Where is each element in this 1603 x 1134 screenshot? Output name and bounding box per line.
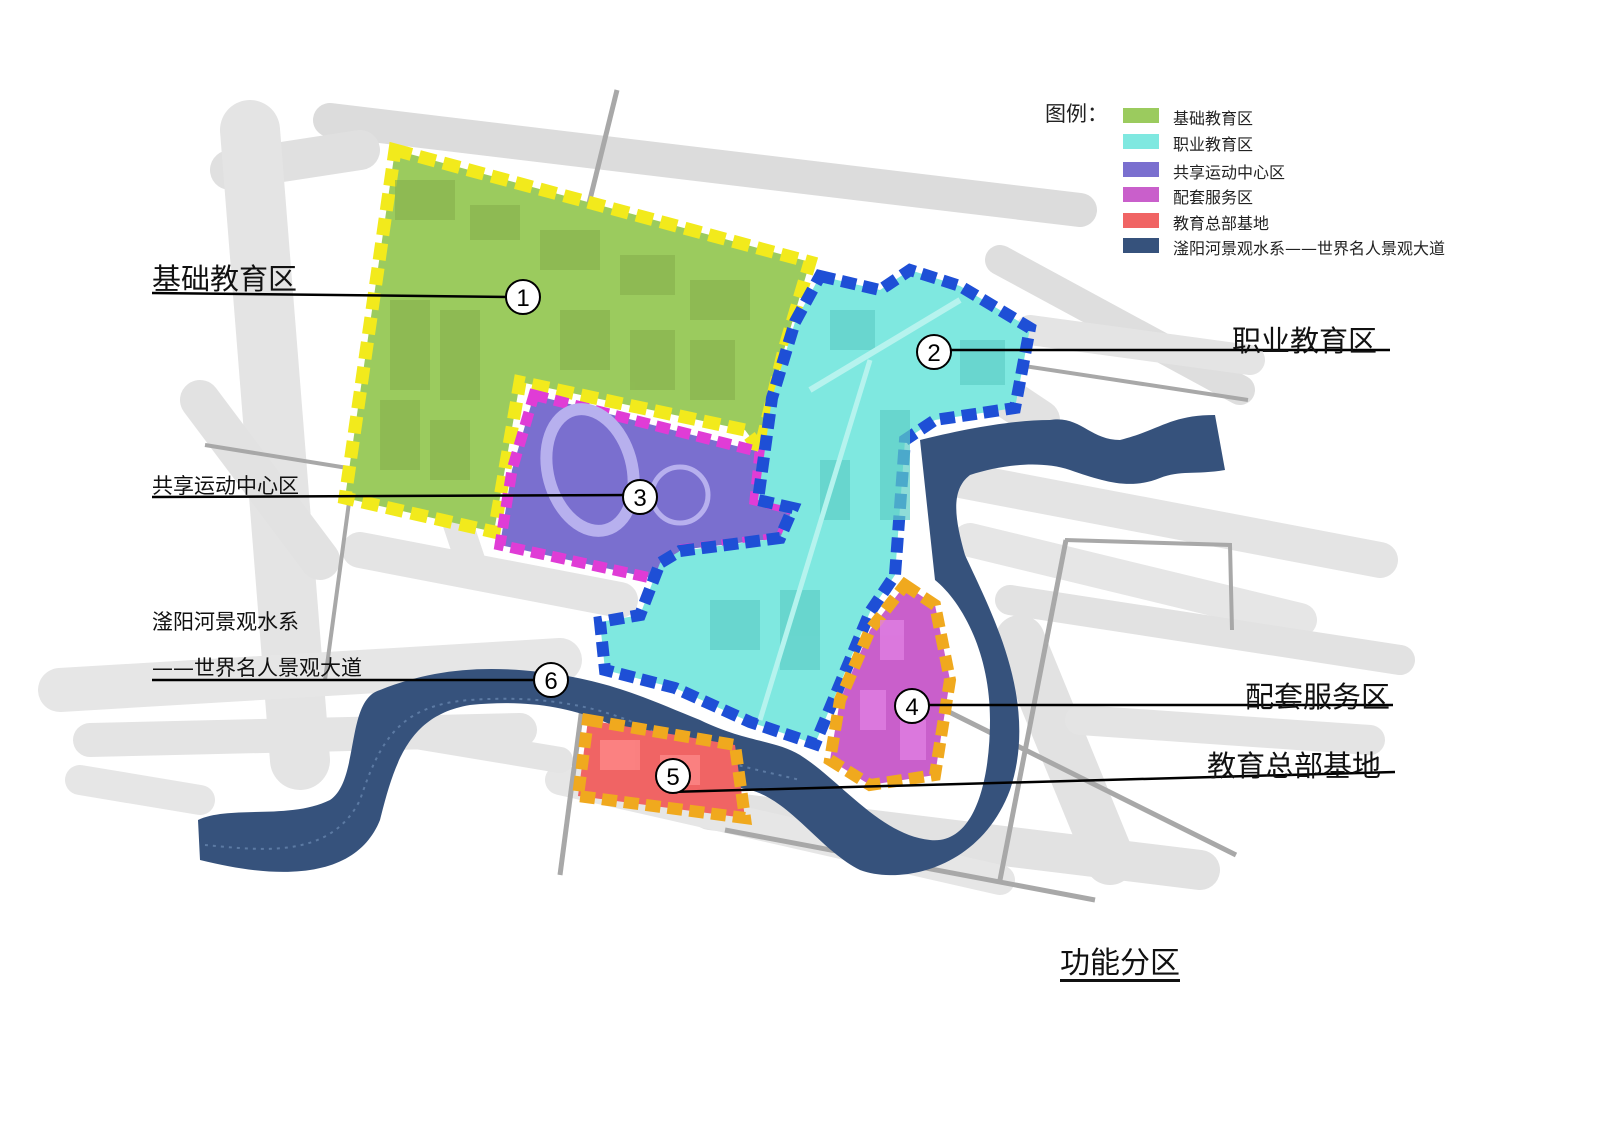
marker-3-label: 3 [633, 485, 646, 512]
marker-1: 1 [505, 279, 541, 315]
zone-4-supporting-services [823, 576, 957, 792]
zone-2-area [593, 263, 1037, 752]
zone-markers: 1 2 3 4 5 6 [505, 279, 952, 794]
callout-supporting-services: 配套服务区 [1245, 680, 1391, 714]
marker-5: 5 [655, 758, 691, 794]
marker-6: 6 [533, 662, 569, 698]
legend-swatch [1123, 213, 1159, 228]
map-title: 功能分区 [1060, 946, 1180, 981]
legend-label: 职业教育区 [1173, 135, 1254, 154]
legend-label: 滏阳河景观水系——世界名人景观大道 [1173, 239, 1446, 258]
legend-swatch [1123, 108, 1159, 123]
marker-3: 3 [622, 479, 658, 515]
zone-1-basic-education [337, 141, 819, 540]
callout-sports-center: 共享运动中心区 [152, 474, 299, 498]
marker-4: 4 [894, 688, 930, 724]
marker-4-label: 4 [905, 694, 918, 721]
zone-2-vocational-education [593, 263, 1037, 752]
marker-2-label: 2 [927, 340, 940, 367]
marker-1-label: 1 [516, 285, 529, 312]
legend-swatch [1123, 238, 1159, 253]
marker-5-label: 5 [666, 764, 679, 791]
legend-swatch [1123, 134, 1159, 149]
callout-education-hq: 教育总部基地 [1207, 749, 1382, 783]
marker-6-label: 6 [544, 668, 557, 695]
river-zone-6-water [198, 415, 1225, 876]
legend-swatch [1123, 187, 1159, 202]
legend-label: 基础教育区 [1173, 109, 1254, 128]
legend-label: 配套服务区 [1173, 188, 1254, 207]
sketch-background [38, 100, 1415, 895]
legend-title: 图例： [1045, 102, 1108, 126]
leader-lines [151, 291, 1396, 794]
marker-2: 2 [916, 334, 952, 370]
callout-basic-education: 基础教育区 [152, 262, 298, 296]
river-zone-6 [198, 415, 1225, 876]
callout-vocational-education: 职业教育区 [1232, 324, 1378, 358]
legend-label: 教育总部基地 [1173, 214, 1270, 233]
legend-swatch [1123, 162, 1159, 177]
legend-label: 共享运动中心区 [1173, 163, 1286, 182]
callout-river-line1: 滏阳河景观水系 [152, 610, 299, 634]
callout-river-line2: ——世界名人景观大道 [152, 656, 362, 680]
